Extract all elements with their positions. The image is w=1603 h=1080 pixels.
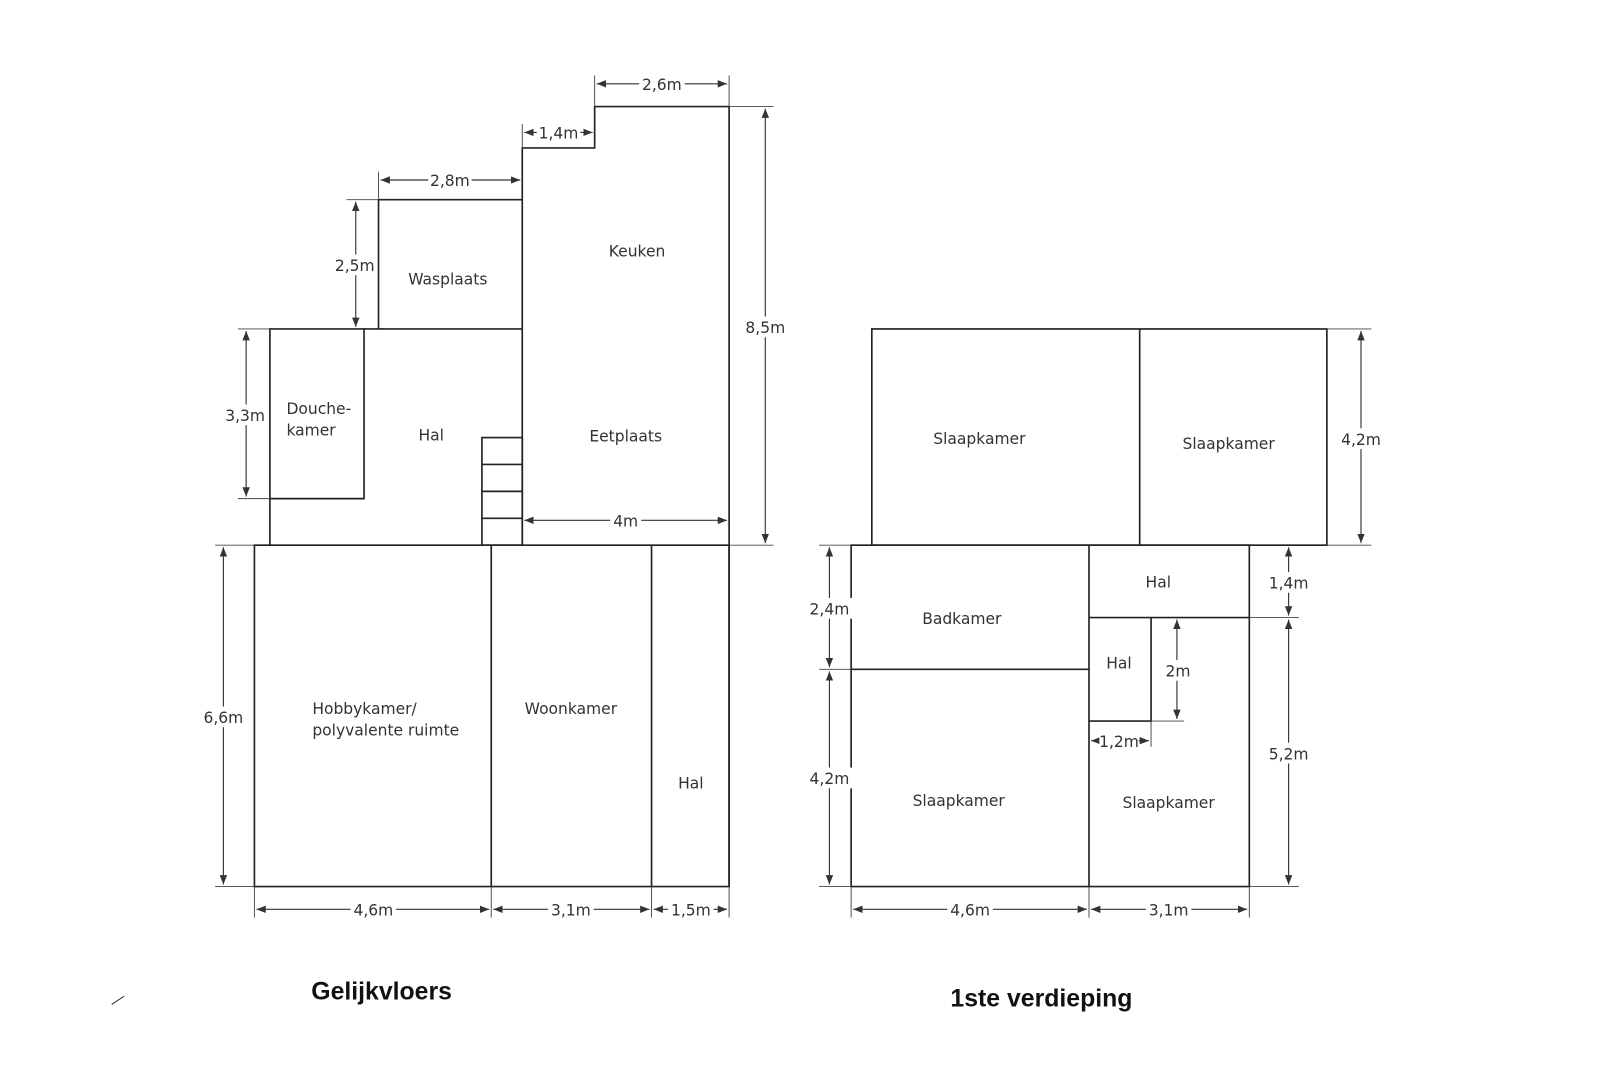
first-floor-title: 1ste verdieping: [950, 986, 1132, 1013]
first-dimension-labels: 4,2m 1,4m 5,2m 2,4m 4,2m 2m 1,2m 4,6m 3,…: [806, 428, 1384, 920]
room-douchekamer-line1: Douche-: [286, 400, 351, 418]
dim-small-hal-depth: 2m: [1165, 663, 1190, 681]
stairs: [481, 436, 524, 546]
room-hal-front: Hal: [678, 774, 703, 792]
dim-kitchen-top: 2,6m: [642, 76, 682, 94]
room-badkamer: Badkamer: [922, 610, 1002, 628]
room-hobbykamer-line2: polyvalente ruimte: [312, 722, 459, 740]
room-hal-top: Hal: [1146, 574, 1171, 592]
ground-extension-lines: [215, 75, 774, 918]
room-slaapkamer-1: Slaapkamer: [933, 430, 1026, 448]
dim-rear-depth: 4,2m: [1341, 431, 1381, 449]
dim-left-width: 4,6m: [950, 902, 990, 920]
first-room-labels: Slaapkamer Slaapkamer Hal Badkamer Hal S…: [913, 430, 1276, 812]
room-woonkamer: Woonkamer: [525, 700, 618, 718]
ground-floor-title: Gelijkvloers: [311, 978, 452, 1005]
dim-front-depth: 6,6m: [204, 709, 244, 727]
room-douchekamer-line2: kamer: [286, 422, 336, 440]
dim-hal-width: 1,5m: [671, 902, 711, 920]
room-hobbykamer-line1: Hobbykamer/: [312, 700, 417, 718]
dim-small-hal-width: 1,2m: [1099, 733, 1139, 751]
room-slaapkamer-4: Slaapkamer: [1123, 794, 1216, 812]
dim-hal-depth: 1,4m: [1269, 575, 1309, 593]
dim-slaapkamer-depth: 4,2m: [810, 770, 850, 788]
dim-wasplaats-width: 2,8m: [430, 172, 470, 190]
room-keuken: Keuken: [609, 243, 666, 261]
dim-step: 1,4m: [539, 125, 579, 143]
dim-woonkamer-width: 3,1m: [551, 902, 591, 920]
first-floor-walls: [850, 328, 1328, 888]
dim-badkamer-depth: 2,4m: [810, 600, 850, 618]
stray-mark: [111, 995, 125, 1005]
ground-room-labels: Keuken Wasplaats Douche- kamer Hal Eetpl…: [286, 243, 703, 793]
room-hal: Hal: [419, 427, 444, 445]
ground-floor-walls: [253, 105, 730, 888]
room-slaapkamer-3: Slaapkamer: [913, 792, 1006, 810]
dim-douche-depth: 3,3m: [225, 407, 265, 425]
room-slaapkamer-2: Slaapkamer: [1183, 435, 1276, 453]
dim-eetplaats-width: 4m: [613, 513, 638, 531]
first-dimension-lines: [825, 331, 1365, 914]
first-floor-plan: 4,2m 1,4m 5,2m 2,4m 4,2m 2m 1,2m 4,6m 3,…: [806, 328, 1384, 1013]
dim-wasplaats-depth: 2,5m: [335, 257, 375, 275]
room-eetplaats: Eetplaats: [589, 428, 662, 446]
room-wasplaats: Wasplaats: [408, 270, 487, 288]
dim-right-depth: 5,2m: [1269, 745, 1309, 763]
room-hal-small: Hal: [1106, 654, 1131, 672]
ground-floor-plan: 2,6m 1,4m 2,8m 2,5m 3,3m 8,5m 4m 6,6m 4,…: [111, 74, 789, 1005]
dim-total-depth: 8,5m: [745, 319, 785, 337]
ground-dimension-labels: 2,6m 1,4m 2,8m 2,5m 3,3m 8,5m 4m 6,6m 4,…: [200, 74, 789, 920]
dim-hobby-width: 4,6m: [353, 902, 393, 920]
dim-right-width: 3,1m: [1149, 902, 1189, 920]
first-extension-lines: [819, 328, 1372, 918]
